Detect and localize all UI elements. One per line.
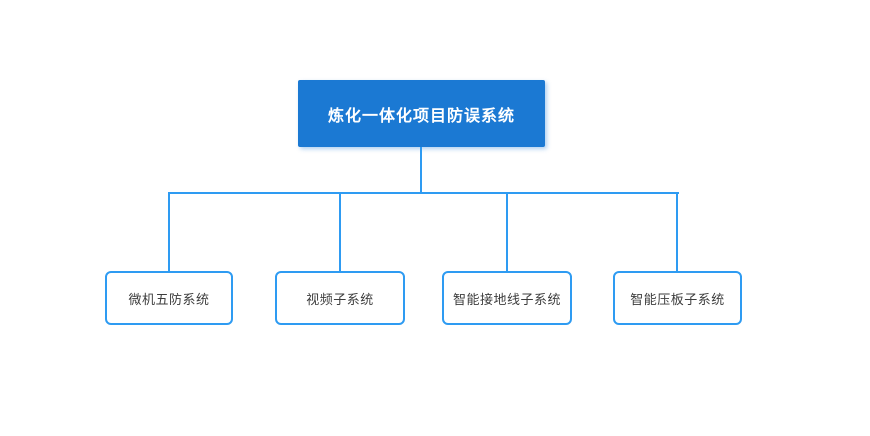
child-node-label: 智能压板子系统 bbox=[630, 291, 725, 307]
child-node-label: 智能接地线子系统 bbox=[452, 291, 561, 307]
connector-drop-3 bbox=[506, 192, 508, 271]
child-node-video-subsystem: 视频子系统 bbox=[275, 271, 405, 325]
root-node-label: 炼化一体化项目防误系统 bbox=[327, 107, 515, 125]
child-node-smart-pressure-plate: 智能压板子系统 bbox=[613, 271, 742, 325]
child-node-label: 视频子系统 bbox=[306, 291, 374, 307]
connector-horizontal-bus bbox=[168, 192, 679, 194]
connector-drop-1 bbox=[168, 192, 170, 271]
connector-drop-4 bbox=[676, 192, 678, 271]
child-node-wuji-wufang: 微机五防系统 bbox=[105, 271, 233, 325]
child-node-label: 微机五防系统 bbox=[128, 291, 210, 307]
connector-root-stem bbox=[420, 147, 422, 193]
child-node-smart-grounding-wire: 智能接地线子系统 bbox=[442, 271, 572, 325]
connector-drop-2 bbox=[339, 192, 341, 271]
root-node: 炼化一体化项目防误系统 bbox=[298, 80, 545, 147]
